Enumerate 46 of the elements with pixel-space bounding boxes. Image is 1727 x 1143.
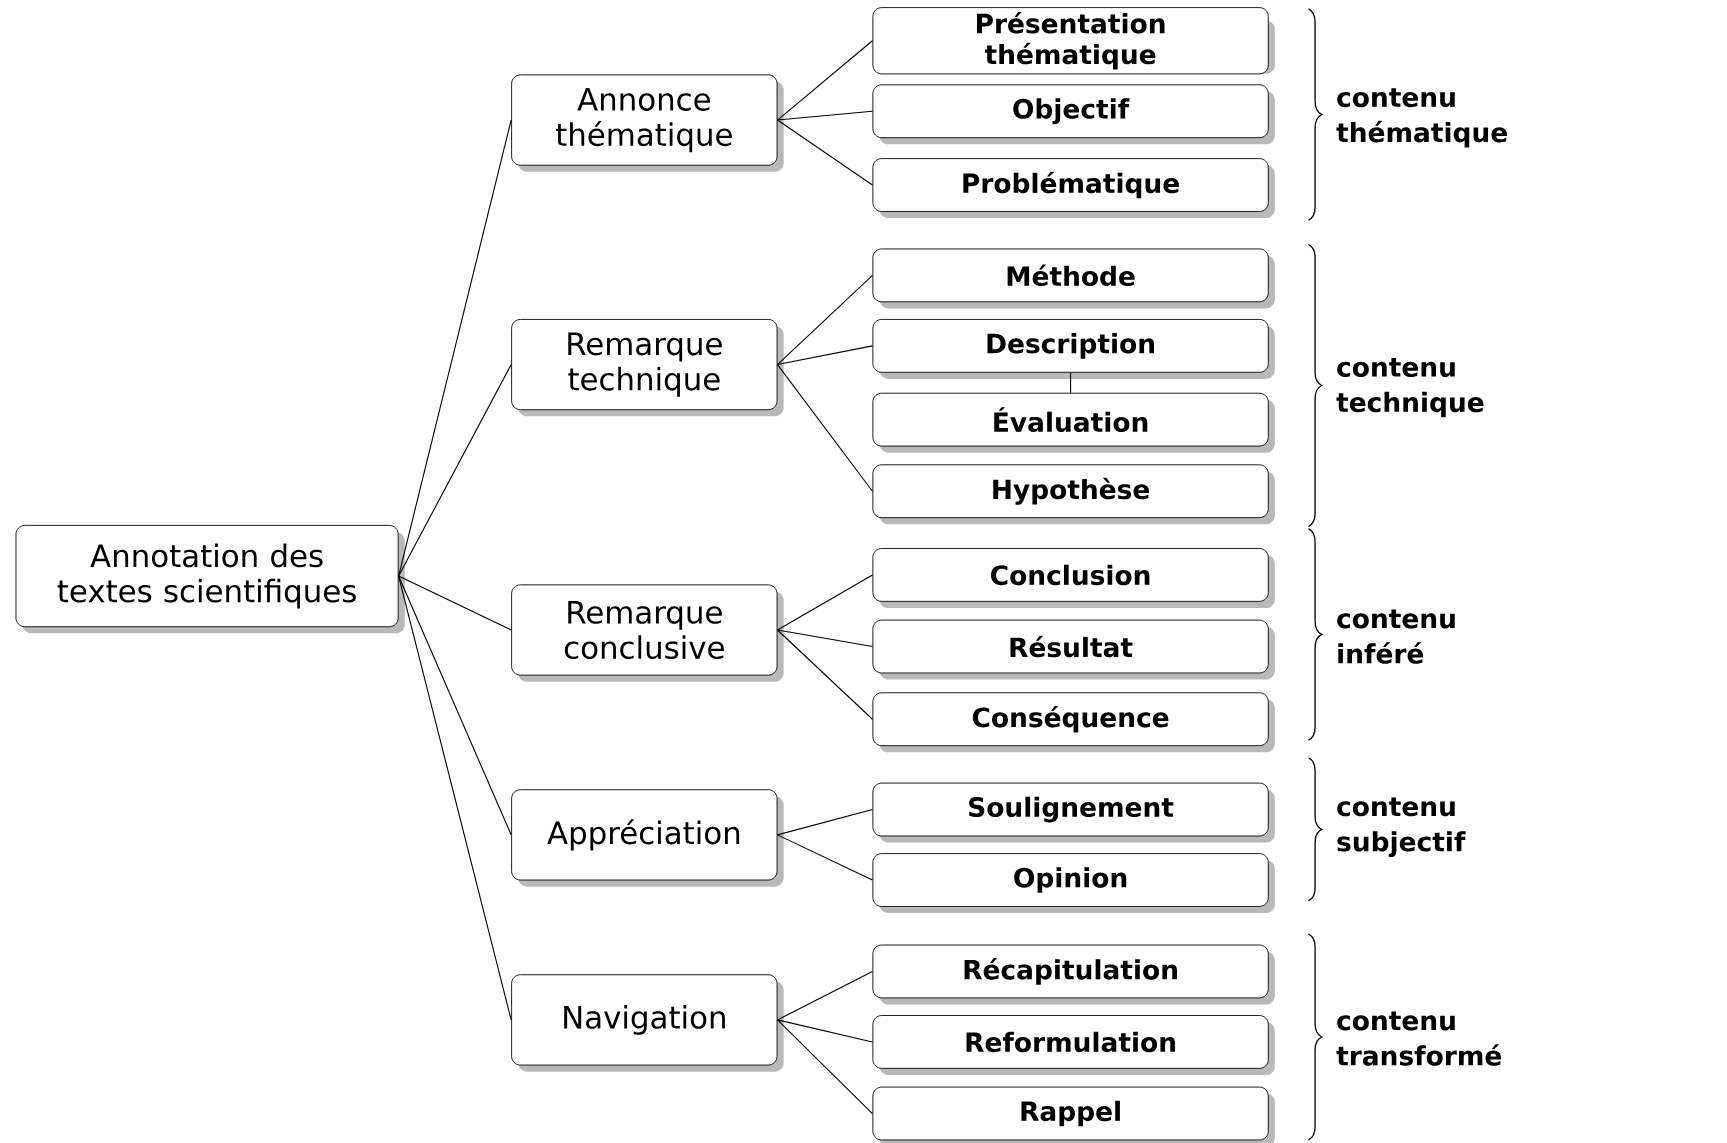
connector-line (776, 119, 873, 186)
connector-line (776, 629, 873, 647)
connector-line (776, 808, 873, 836)
connector-line (776, 834, 873, 881)
connector-line (776, 363, 873, 492)
category-box: Remarque technique (511, 318, 784, 417)
subcategory-box: Récapitulation (872, 944, 1275, 1005)
group-label: contenu subjectif (1337, 797, 1466, 857)
category-box: Navigation (511, 974, 784, 1072)
connector-line (776, 970, 873, 1021)
connector-line (398, 575, 512, 631)
subcategory-box: Objectif (872, 84, 1275, 145)
subcategory-box: Méthode (872, 248, 1275, 309)
subcategory-box: Reformulation (872, 1014, 1275, 1075)
subcategory-box: Description (872, 318, 1275, 379)
subcategory-box: Hypothèse (872, 464, 1275, 525)
group-label: contenu technique (1336, 357, 1484, 418)
category-box: Annonce thématique (511, 74, 784, 172)
connector-line (398, 119, 512, 577)
subcategory-box: Conséquence (872, 692, 1275, 753)
group-label: contenu inféré (1337, 609, 1455, 664)
subcategory-box: Conclusion (872, 547, 1275, 608)
connector-line (776, 110, 873, 121)
connector-line (776, 574, 873, 631)
connector-line (1070, 372, 1072, 394)
connector-line (398, 363, 512, 577)
subcategory-box: Rappel (872, 1086, 1275, 1143)
group-label: contenu thématique (1336, 88, 1507, 148)
root-box: Annotation des textes scientifiques (15, 524, 405, 634)
subcategory-box: Problématique (872, 158, 1275, 218)
connector-line (776, 274, 873, 365)
connector-line (776, 345, 873, 365)
connector-line (398, 575, 512, 836)
connector-line (398, 575, 512, 1021)
category-box: Remarque conclusive (511, 584, 784, 682)
connector-line (776, 1019, 873, 1043)
connector-line (776, 40, 873, 121)
connector-line (776, 629, 873, 720)
category-box: Appréciation (511, 789, 784, 887)
subcategory-box: Évaluation (872, 392, 1275, 453)
subcategory-box: Présentation thématique (872, 7, 1275, 75)
subcategory-box: Opinion (872, 853, 1275, 913)
connector-line (776, 1019, 873, 1114)
subcategory-box: Résultat (872, 619, 1275, 680)
subcategory-box: Soulignement (872, 782, 1275, 843)
group-label: contenu transformé (1336, 1011, 1502, 1066)
